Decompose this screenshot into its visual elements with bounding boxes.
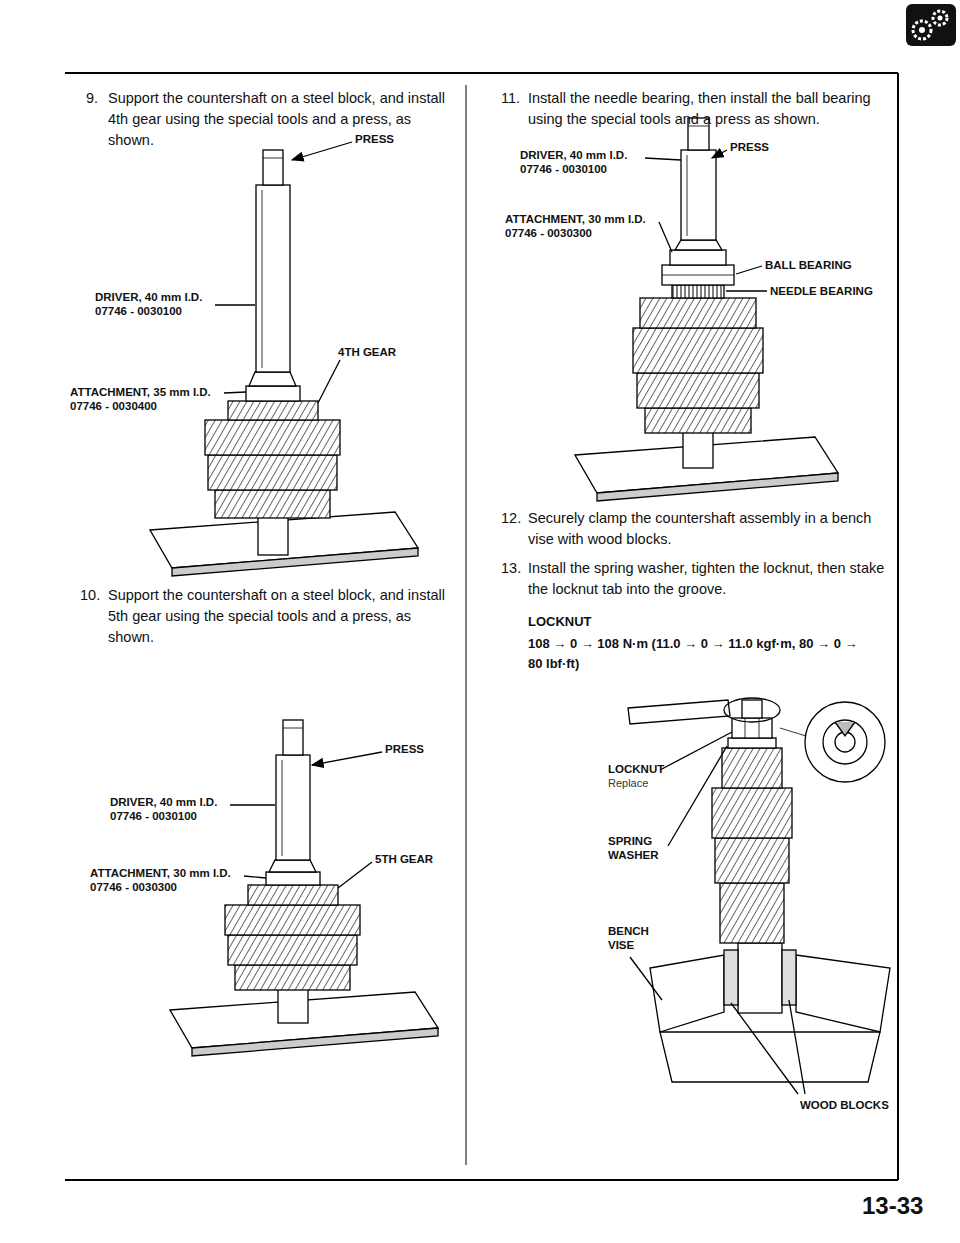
part-label: 5TH GEAR bbox=[375, 852, 433, 866]
press-5th-gear bbox=[170, 720, 438, 1056]
tool-label: ATTACHMENT, 30 mm I.D. 07746 - 0030300 bbox=[505, 212, 660, 240]
part-label: NEEDLE BEARING bbox=[770, 284, 873, 298]
tool-label: DRIVER, 40 mm I.D. 07746 - 0030100 bbox=[110, 795, 245, 823]
part-label: BALL BEARING bbox=[765, 258, 852, 272]
part-label: BENCH VISE bbox=[608, 924, 668, 952]
part-label: SPRING WASHER bbox=[608, 834, 668, 862]
note-text: Replace bbox=[608, 777, 648, 790]
callout-label: PRESS bbox=[355, 132, 394, 146]
part-label: 4TH GEAR bbox=[338, 345, 396, 359]
step-number: 10. bbox=[80, 585, 100, 606]
step-number: 13. bbox=[501, 558, 521, 579]
step-text: Support the countershaft on a steel bloc… bbox=[108, 88, 453, 151]
tool-label: DRIVER, 40 mm I.D. 07746 - 0030100 bbox=[520, 148, 655, 176]
step-number: 11. bbox=[501, 88, 520, 109]
step-text: Install the spring washer, tighten the l… bbox=[528, 558, 890, 600]
section-icon bbox=[906, 4, 956, 46]
tool-label: DRIVER, 40 mm I.D. 07746 - 0030100 bbox=[95, 290, 230, 318]
step-number: 9. bbox=[86, 88, 98, 109]
step-text: Install the needle bearing, then install… bbox=[528, 88, 890, 130]
torque-spec: 108 → 0 → 108 N·m (11.0 → 0 → 11.0 kgf·m… bbox=[528, 634, 868, 674]
press-4th-gear bbox=[150, 142, 418, 576]
step-text: Support the countershaft on a steel bloc… bbox=[108, 585, 453, 648]
tool-label: ATTACHMENT, 30 mm I.D. 07746 - 0030300 bbox=[90, 866, 255, 894]
page-frame bbox=[65, 73, 898, 1180]
part-label: LOCKNUT bbox=[608, 762, 664, 776]
locknut-vise bbox=[628, 698, 890, 1094]
press-bearings bbox=[575, 118, 838, 501]
callout-label: PRESS bbox=[385, 742, 424, 756]
step-text: Securely clamp the countershaft assembly… bbox=[528, 508, 890, 550]
tool-label: ATTACHMENT, 35 mm I.D. 07746 - 0030400 bbox=[70, 385, 235, 413]
spec-heading: LOCKNUT bbox=[528, 612, 592, 632]
part-label: WOOD BLOCKS bbox=[800, 1098, 889, 1112]
page-number: 13-33 bbox=[862, 1192, 923, 1220]
step-number: 12. bbox=[501, 508, 521, 529]
callout-label: PRESS bbox=[730, 140, 769, 154]
